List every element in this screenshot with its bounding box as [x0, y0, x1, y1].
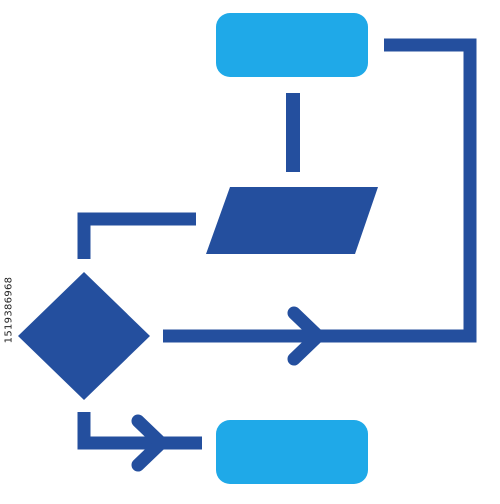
- side-watermark-id: 1519386968: [3, 276, 15, 344]
- side-watermark: 1519386968: [0, 0, 18, 500]
- top-process-box: [216, 13, 368, 77]
- arrowhead-right-icon: [287, 306, 328, 366]
- arrowhead-bottom-icon: [131, 414, 171, 472]
- bottom-process-box: [216, 420, 368, 484]
- connector-top-to-parallelogram: [286, 93, 300, 172]
- connector-parallelogram-to-decision: [77, 212, 196, 259]
- input-output-parallelogram: [206, 187, 378, 254]
- decision-diamond: [18, 272, 150, 400]
